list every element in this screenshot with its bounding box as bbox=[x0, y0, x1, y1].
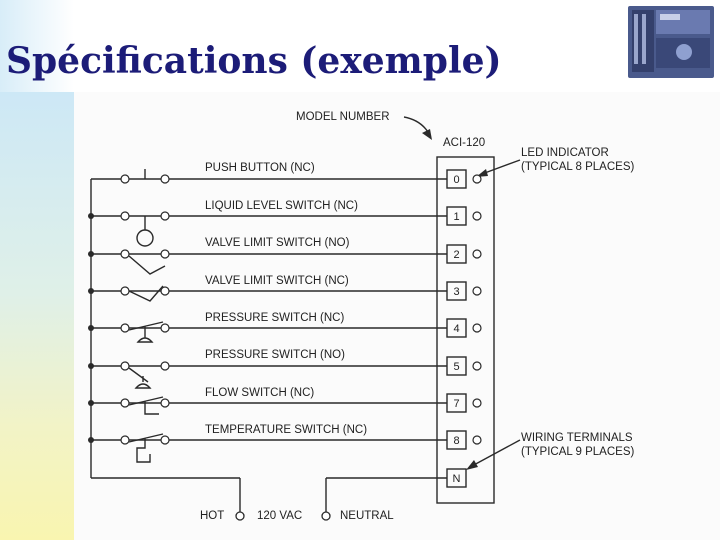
wiring-diagram: MODEL NUMBER ACI-120 LED INDICATOR (TYPI… bbox=[74, 92, 720, 540]
led-indicator-4 bbox=[472, 323, 482, 333]
terminal-label-1: 1 bbox=[453, 211, 459, 223]
terminal-box-0 bbox=[446, 169, 467, 189]
terminal-box-4 bbox=[446, 318, 467, 338]
input-label-0: PUSH BUTTON (NC) bbox=[205, 162, 315, 174]
float-switch-ball bbox=[136, 229, 154, 247]
contact-terminal-right-4 bbox=[160, 323, 170, 333]
led-indicator-7 bbox=[472, 398, 482, 408]
terminal-label-3: 3 bbox=[453, 286, 459, 298]
input-row-8: TEMPERATURE SWITCH (NC) 8 bbox=[88, 424, 482, 463]
valve-limit-switch-no-symbol bbox=[128, 255, 166, 275]
bus-junction-4 bbox=[88, 325, 94, 331]
hot-label: HOT bbox=[200, 510, 224, 522]
contact-terminal-left-2 bbox=[120, 249, 130, 259]
model-number-label: MODEL NUMBER bbox=[296, 111, 390, 123]
input-label-1: LIQUID LEVEL SWITCH (NC) bbox=[205, 200, 358, 212]
contact-terminal-left-7 bbox=[120, 398, 130, 408]
left-gradient-bar bbox=[0, 92, 74, 540]
bus-junction-2 bbox=[88, 251, 94, 257]
input-label-8: TEMPERATURE SWITCH (NC) bbox=[205, 424, 367, 436]
model-number-arrow-line bbox=[403, 116, 429, 133]
led-indicator-5 bbox=[472, 361, 482, 371]
contact-terminal-right-5 bbox=[160, 361, 170, 371]
terminal-box-3 bbox=[446, 281, 467, 301]
led-callout-line2: (TYPICAL 8 PLACES) bbox=[521, 161, 635, 173]
contact-terminal-right-2 bbox=[160, 249, 170, 259]
terminal-box-7 bbox=[446, 393, 467, 413]
input-row-0: PUSH BUTTON (NC) 0 bbox=[91, 162, 482, 189]
flow-switch-nc-symbol bbox=[128, 396, 164, 415]
input-row-3: VALVE LIMIT SWITCH (NC) 3 bbox=[88, 275, 482, 302]
pressure-switch-nc-symbol bbox=[128, 321, 164, 343]
pressure-switch-no-symbol bbox=[128, 367, 152, 389]
input-row-5: PRESSURE SWITCH (NO) 5 bbox=[88, 349, 482, 389]
terminal-box-8 bbox=[446, 430, 467, 450]
input-row-1: LIQUID LEVEL SWITCH (NC) 1 bbox=[88, 200, 482, 247]
terminal-box-2 bbox=[446, 244, 467, 264]
contact-terminal-left-4 bbox=[120, 323, 130, 333]
bus-junction-8 bbox=[88, 437, 94, 443]
contact-terminal-right-3 bbox=[160, 286, 170, 296]
terminal-box-1 bbox=[446, 206, 467, 226]
bus-junction-7 bbox=[88, 400, 94, 406]
terminal-box-5 bbox=[446, 356, 467, 376]
contact-terminal-right-7 bbox=[160, 398, 170, 408]
plc-module-photo bbox=[626, 2, 718, 80]
temperature-switch-nc-symbol bbox=[128, 433, 164, 463]
contact-terminal-left-0 bbox=[120, 174, 130, 184]
terminal-callout-line2: (TYPICAL 9 PLACES) bbox=[521, 446, 635, 458]
contact-terminal-right-8 bbox=[160, 435, 170, 445]
led-callout-line1: LED INDICATOR bbox=[521, 147, 609, 159]
supply-voltage-label: 120 VAC bbox=[257, 510, 302, 522]
contact-terminal-right-1 bbox=[160, 211, 170, 221]
title-background-fade bbox=[0, 0, 74, 92]
contact-terminal-left-5 bbox=[120, 361, 130, 371]
terminal-label-0: 0 bbox=[453, 174, 459, 186]
led-indicator-3 bbox=[472, 286, 482, 296]
contact-terminal-left-3 bbox=[120, 286, 130, 296]
terminal-label-8: 8 bbox=[453, 435, 459, 447]
terminal-callout-arrow-line bbox=[471, 439, 521, 467]
input-label-7: FLOW SWITCH (NC) bbox=[205, 387, 314, 399]
terminal-block bbox=[436, 156, 495, 504]
slide-title: Spécifications (exemple) bbox=[6, 40, 502, 82]
terminal-label-4: 4 bbox=[453, 323, 459, 335]
valve-limit-switch-nc-symbol bbox=[128, 285, 164, 302]
terminal-callout-arrowhead bbox=[466, 460, 478, 470]
bus-junction-1 bbox=[88, 213, 94, 219]
contact-terminal-left-1 bbox=[120, 211, 130, 221]
led-indicator-8 bbox=[472, 435, 482, 445]
terminal-label-7: 7 bbox=[453, 398, 459, 410]
neutral-terminal bbox=[321, 511, 331, 521]
contact-terminal-right-0 bbox=[160, 174, 170, 184]
led-indicator-0 bbox=[472, 174, 482, 184]
terminal-label-5: 5 bbox=[453, 361, 459, 373]
input-row-7: FLOW SWITCH (NC) 7 bbox=[88, 387, 482, 415]
contact-terminal-left-8 bbox=[120, 435, 130, 445]
terminal-label-neutral: N bbox=[453, 473, 461, 485]
input-label-3: VALVE LIMIT SWITCH (NC) bbox=[205, 275, 349, 287]
input-label-4: PRESSURE SWITCH (NC) bbox=[205, 312, 344, 324]
terminal-box-neutral bbox=[446, 468, 467, 488]
terminal-callout-line1: WIRING TERMINALS bbox=[521, 432, 633, 444]
led-indicator-1 bbox=[472, 211, 482, 221]
input-row-4: PRESSURE SWITCH (NC) 4 bbox=[88, 312, 482, 343]
input-row-2: VALVE LIMIT SWITCH (NO) 2 bbox=[88, 237, 482, 275]
bus-junction-3 bbox=[88, 288, 94, 294]
model-number-arrowhead bbox=[422, 129, 432, 140]
led-callout-arrow-line bbox=[481, 159, 521, 175]
model-name: ACI-120 bbox=[443, 137, 485, 149]
bus-junction-5 bbox=[88, 363, 94, 369]
hot-terminal bbox=[235, 511, 245, 521]
neutral-label: NEUTRAL bbox=[340, 510, 394, 522]
terminal-label-2: 2 bbox=[453, 249, 459, 261]
led-indicator-2 bbox=[472, 249, 482, 259]
input-label-5: PRESSURE SWITCH (NO) bbox=[205, 349, 345, 361]
input-label-2: VALVE LIMIT SWITCH (NO) bbox=[205, 237, 350, 249]
